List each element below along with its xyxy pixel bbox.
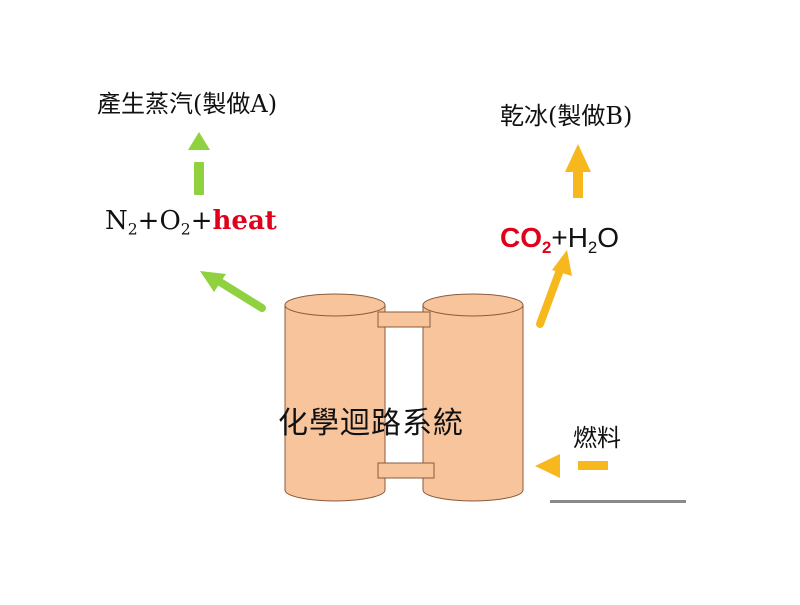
fuel-arrow-icon: [535, 454, 608, 478]
nitrogen-equation: N2+O2+heat: [105, 206, 277, 239]
top-connector: [377, 311, 431, 328]
eq-co-text: CO: [500, 222, 542, 253]
n2-arrow-icon: [200, 271, 266, 312]
eq-plus: +: [190, 206, 213, 236]
bottom-connector: [377, 462, 435, 479]
co2-equation: CO2+H2O: [500, 222, 620, 257]
steam-arrow-icon: [188, 132, 210, 195]
eq-h-sub: 2: [587, 237, 598, 257]
eq-o-sub: 2: [180, 220, 191, 239]
eq-n: N: [105, 206, 128, 236]
steam-label: 產生蒸汽(製做A): [97, 90, 278, 118]
eq-plus-h: +H: [551, 222, 588, 253]
co2-arrow-icon: [536, 250, 572, 328]
eq-o: O: [597, 222, 620, 253]
dry-ice-arrow-icon: [565, 144, 591, 198]
base-line: [550, 500, 686, 503]
eq-co: CO2: [500, 222, 551, 256]
system-label: 化學迴路系統: [278, 406, 464, 441]
left-reactor: [284, 293, 386, 502]
fuel-label: 燃料: [573, 424, 621, 452]
eq-co-sub: 2: [542, 237, 552, 257]
right-reactor: [422, 293, 524, 502]
eq-n-sub: 2: [127, 220, 138, 239]
dry-ice-label: 乾冰(製做B): [500, 102, 633, 130]
eq-heat: heat: [212, 206, 277, 236]
eq-plus-o: +O: [137, 206, 181, 236]
